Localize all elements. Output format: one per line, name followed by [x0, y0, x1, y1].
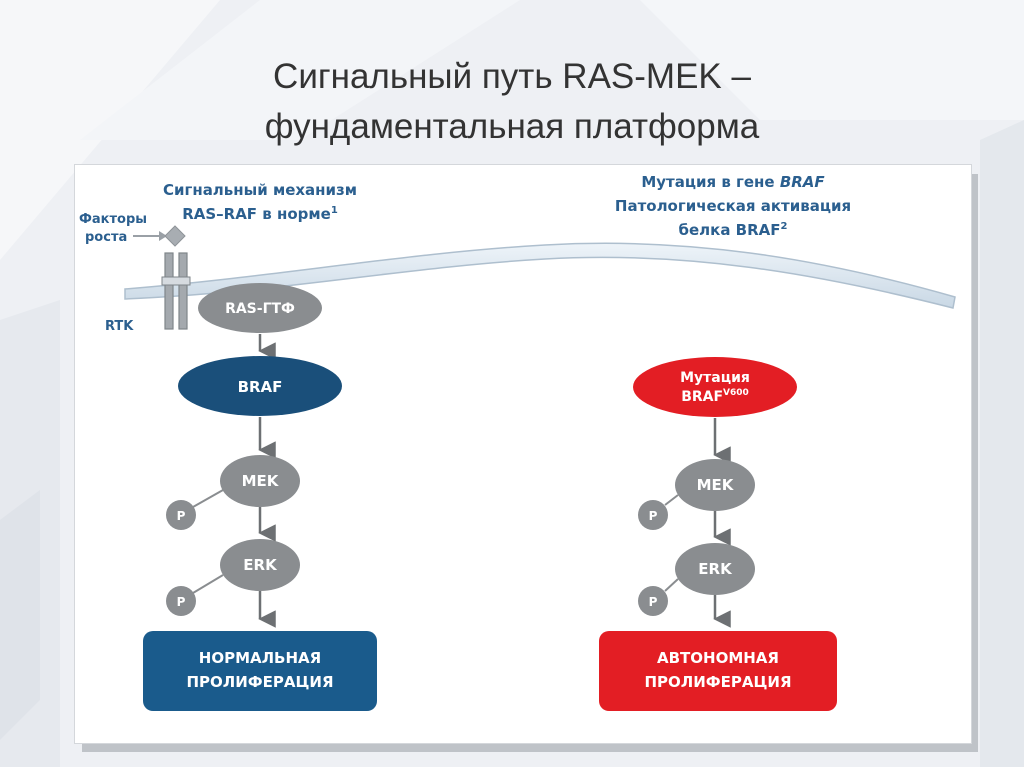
slide-title-line-2: фундаментальная платформа [264, 107, 760, 146]
growth-factors: Факторы роста [79, 212, 186, 247]
growth-factors-line-1: Факторы [79, 212, 147, 227]
right-header-line-2: Патологическая активация [615, 197, 851, 215]
right-header-ref: 2 [781, 221, 788, 232]
braf-node: BRAF [178, 356, 342, 416]
rtk-receptor-icon [161, 252, 191, 330]
right-header-line-3: белка BRAF [679, 221, 781, 239]
pathway-diagram: Сигнальный механизм RAS–RAF в норме1 Мут… [79, 173, 956, 711]
mek-node-right-label: MEK [697, 476, 735, 494]
pathway-figure: Сигнальный механизм RAS–RAF в норме1 Мут… [74, 164, 972, 744]
mutation-braf-line-2-group: BRAFV600 [681, 388, 749, 405]
right-header-line-1-italic: BRAF [780, 173, 826, 191]
left-header-line-2-group: RAS–RAF в норме1 [182, 205, 338, 223]
erk-node-right-label: ERK [698, 560, 733, 578]
cell-membrane [124, 242, 956, 309]
phospho-mek-right-label: P [649, 509, 658, 523]
rtk-label: RTK [105, 319, 134, 334]
phospho-mek-left: P [166, 489, 224, 530]
phospho-erk-right-label: P [649, 595, 658, 609]
growth-factors-line-2: роста [85, 230, 127, 245]
left-header: Сигнальный механизм RAS–RAF в норме1 [163, 181, 357, 223]
right-header-line-3-group: белка BRAF2 [679, 221, 788, 239]
left-header-line-1: Сигнальный механизм [163, 181, 357, 199]
slide-title-line-1: Сигнальный путь RAS-MEK – [273, 57, 751, 96]
phospho-mek-right: P [638, 494, 679, 530]
braf-node-label: BRAF [238, 378, 283, 396]
left-header-line-2: RAS–RAF в норме [182, 205, 331, 223]
growth-factor-ligand-icon [164, 225, 186, 247]
normal-proliferation-line-1: НОРМАЛЬНАЯ [199, 649, 321, 667]
mek-node-left-label: MEK [242, 472, 280, 490]
growth-factor-arrowhead [159, 231, 167, 241]
mutation-braf-line-2: BRAF [681, 389, 723, 405]
mek-node-left: MEK [220, 455, 300, 507]
mutation-braf-node: Мутация BRAFV600 [633, 357, 797, 417]
right-header-line-1: Мутация в гене BRAF [641, 173, 825, 191]
slide-title: Сигнальный путь RAS-MEK – фундаментальна… [0, 52, 1024, 152]
ras-node: RAS-ГТФ [198, 283, 322, 333]
erk-node-left: ERK [220, 539, 300, 591]
erk-node-right: ERK [675, 543, 755, 595]
mutation-braf-line-1: Мутация [680, 370, 750, 386]
mek-node-right: MEK [675, 459, 755, 511]
erk-node-left-label: ERK [243, 556, 278, 574]
mutation-braf-superscript: V600 [723, 388, 749, 398]
normal-proliferation-line-2: ПРОЛИФЕРАЦИЯ [186, 673, 333, 691]
right-header-line-1-prefix: Мутация в гене [641, 173, 780, 191]
normal-proliferation-box: НОРМАЛЬНАЯ ПРОЛИФЕРАЦИЯ [143, 631, 377, 711]
ras-node-label: RAS-ГТФ [225, 301, 295, 317]
right-header: Мутация в гене BRAF Патологическая актив… [615, 173, 851, 239]
phospho-erk-left: P [166, 574, 224, 616]
left-header-ref: 1 [331, 205, 338, 216]
autonomous-proliferation-line-2: ПРОЛИФЕРАЦИЯ [644, 673, 791, 691]
phospho-erk-right: P [638, 578, 679, 616]
phospho-mek-left-label: P [177, 509, 186, 523]
autonomous-proliferation-box: АВТОНОМНАЯ ПРОЛИФЕРАЦИЯ [599, 631, 837, 711]
phospho-erk-left-label: P [177, 595, 186, 609]
autonomous-proliferation-line-1: АВТОНОМНАЯ [657, 649, 779, 667]
